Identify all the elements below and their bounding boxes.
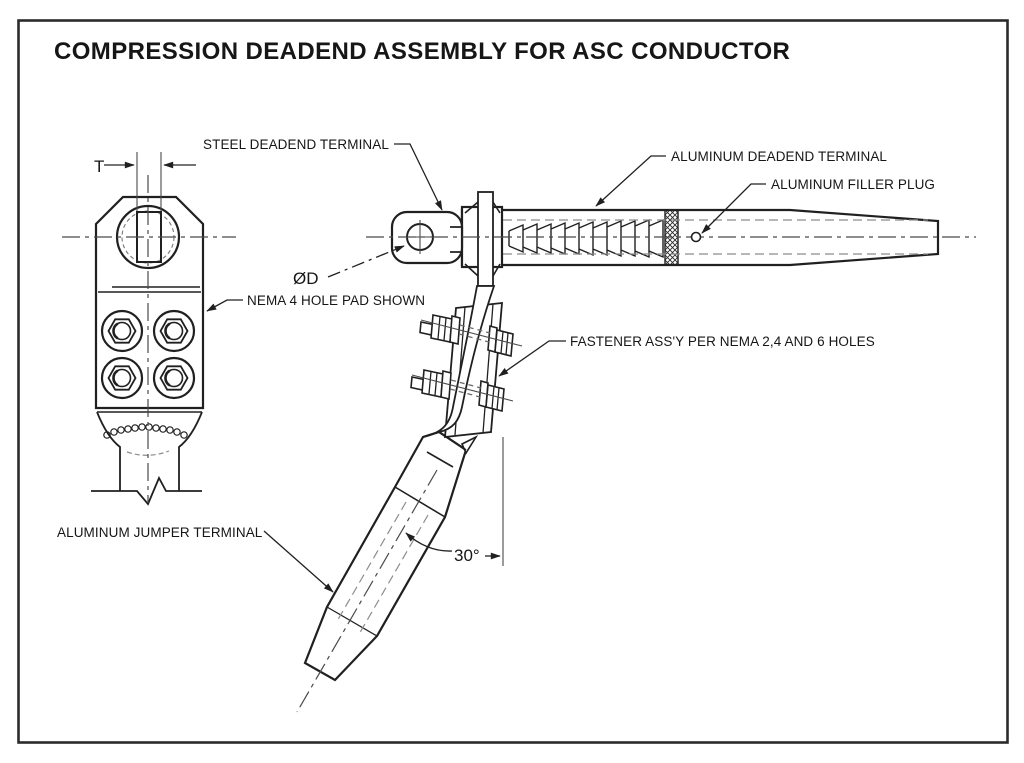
fastener-assembly bbox=[410, 285, 523, 451]
clamp-joint-edge bbox=[422, 431, 467, 451]
callout-aluminum-jumper-terminal: ALUMINUM JUMPER TERMINAL bbox=[57, 525, 263, 540]
pad-bolt bbox=[152, 356, 196, 400]
leader-aluminum-filler-plug bbox=[701, 183, 766, 234]
bolt-centerline bbox=[420, 319, 523, 347]
hidden-arc bbox=[126, 450, 170, 456]
pad-neck bbox=[91, 411, 203, 506]
jumper-shoulder-line bbox=[394, 486, 446, 518]
callout-steel-deadend-terminal: STEEL DEADEND TERMINAL bbox=[203, 137, 389, 152]
jumper-hidden-bore bbox=[335, 501, 429, 637]
angle-arc-leader bbox=[405, 532, 453, 552]
callout-nema-pad: NEMA 4 HOLE PAD SHOWN bbox=[247, 293, 425, 308]
crimp-bead-band bbox=[103, 423, 188, 439]
angle-dimension: 30° bbox=[405, 437, 504, 566]
bolt-centerline bbox=[411, 374, 514, 402]
jumper-axis-centerline bbox=[296, 469, 438, 713]
steel-spiral-core bbox=[508, 218, 664, 259]
break-line bbox=[91, 475, 202, 506]
fastener-bolt bbox=[419, 314, 523, 358]
jumper-taper-line bbox=[326, 606, 378, 637]
page-title: COMPRESSION DEADEND ASSEMBLY FOR ASC CON… bbox=[54, 38, 790, 65]
filler-plug bbox=[690, 231, 702, 243]
t-dimension-label: T bbox=[94, 157, 104, 176]
leader-aluminum-deadend-terminal bbox=[595, 155, 666, 207]
pad-bolt bbox=[152, 309, 196, 353]
angle-label: 30° bbox=[454, 546, 480, 565]
callout-fastener-assembly: FASTENER ASS'Y PER NEMA 2,4 AND 6 HOLES bbox=[570, 334, 875, 349]
deadend-side-view bbox=[366, 191, 976, 287]
leader-aluminum-jumper-terminal bbox=[263, 530, 334, 593]
pad-mid-lines bbox=[98, 286, 201, 293]
callout-aluminum-deadend-terminal: ALUMINUM DEADEND TERMINAL bbox=[671, 149, 887, 164]
pad-bolt bbox=[100, 356, 144, 400]
callout-aluminum-filler-plug: ALUMINUM FILLER PLUG bbox=[771, 177, 935, 192]
callout-hole-diameter: ØD bbox=[293, 269, 319, 288]
shank-lines bbox=[450, 226, 462, 253]
tongue-gussets bbox=[464, 201, 501, 277]
clamp-wedge-line bbox=[426, 451, 454, 468]
pad-bolt bbox=[100, 309, 144, 353]
tongue-tab bbox=[477, 191, 494, 287]
leader-nema-pad bbox=[206, 299, 243, 312]
leader-fastener-assembly bbox=[498, 340, 566, 377]
leader-steel-deadend-terminal bbox=[394, 143, 443, 211]
t-dimension: T bbox=[94, 152, 196, 211]
callouts: STEEL DEADEND TERMINAL ALUMINUM DEADEND … bbox=[57, 137, 935, 593]
pad-front-view: T bbox=[62, 152, 236, 506]
fastener-bolt bbox=[410, 369, 514, 413]
